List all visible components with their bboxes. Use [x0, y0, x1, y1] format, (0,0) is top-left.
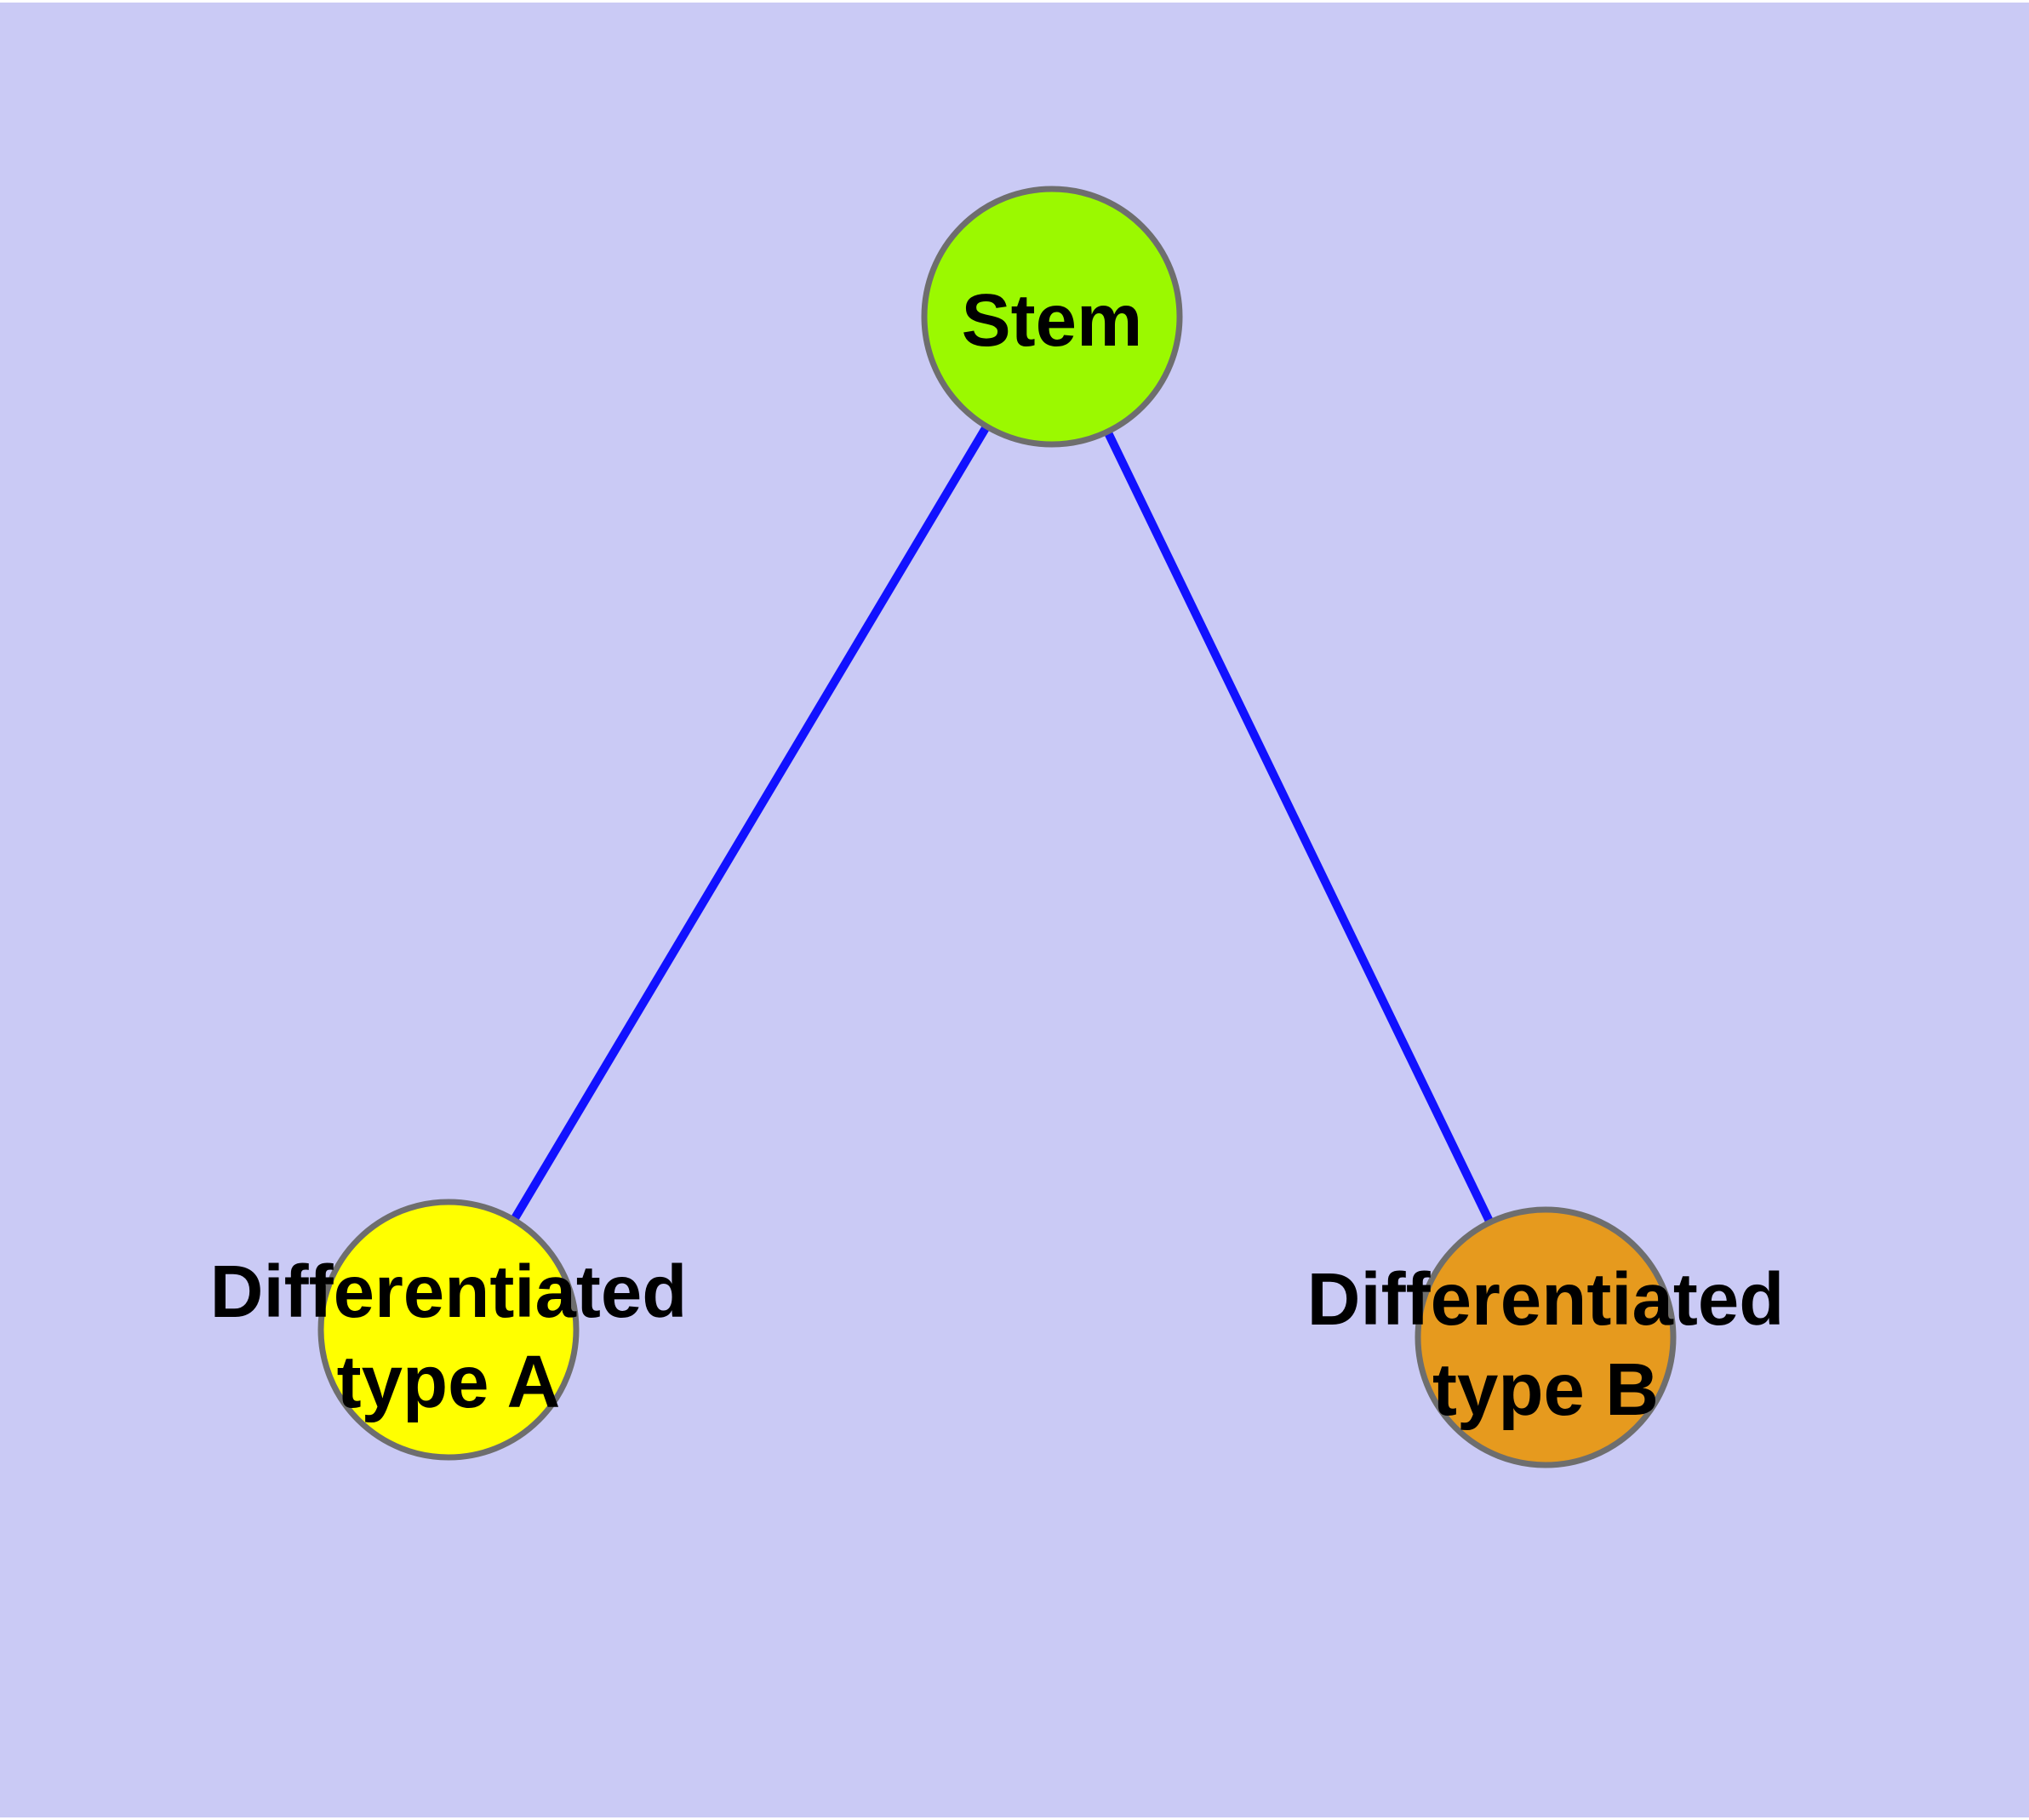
node-differentiated-type-a-circle — [317, 1199, 580, 1461]
node-stem-label: Stem — [962, 279, 1143, 362]
node-differentiated-type-b-label-line2: type B — [1432, 1348, 1659, 1431]
edge-stem-to-differentiated-type-b — [1048, 314, 1550, 1340]
node-differentiated-type-a-label-line1: Differentiated — [210, 1251, 688, 1333]
node-differentiated-type-a-label-line2: type A — [337, 1341, 561, 1423]
node-differentiated-type-b: Differentiated type B — [1307, 1206, 1785, 1468]
edge-stem-to-differentiated-type-a — [444, 314, 1056, 1332]
node-stem: Stem — [921, 186, 1183, 448]
node-stem-circle — [921, 186, 1183, 448]
node-differentiated-type-a: Differentiated type A — [210, 1199, 688, 1461]
node-differentiated-type-b-circle — [1415, 1206, 1677, 1468]
node-differentiated-type-b-label-line1: Differentiated — [1307, 1258, 1785, 1341]
